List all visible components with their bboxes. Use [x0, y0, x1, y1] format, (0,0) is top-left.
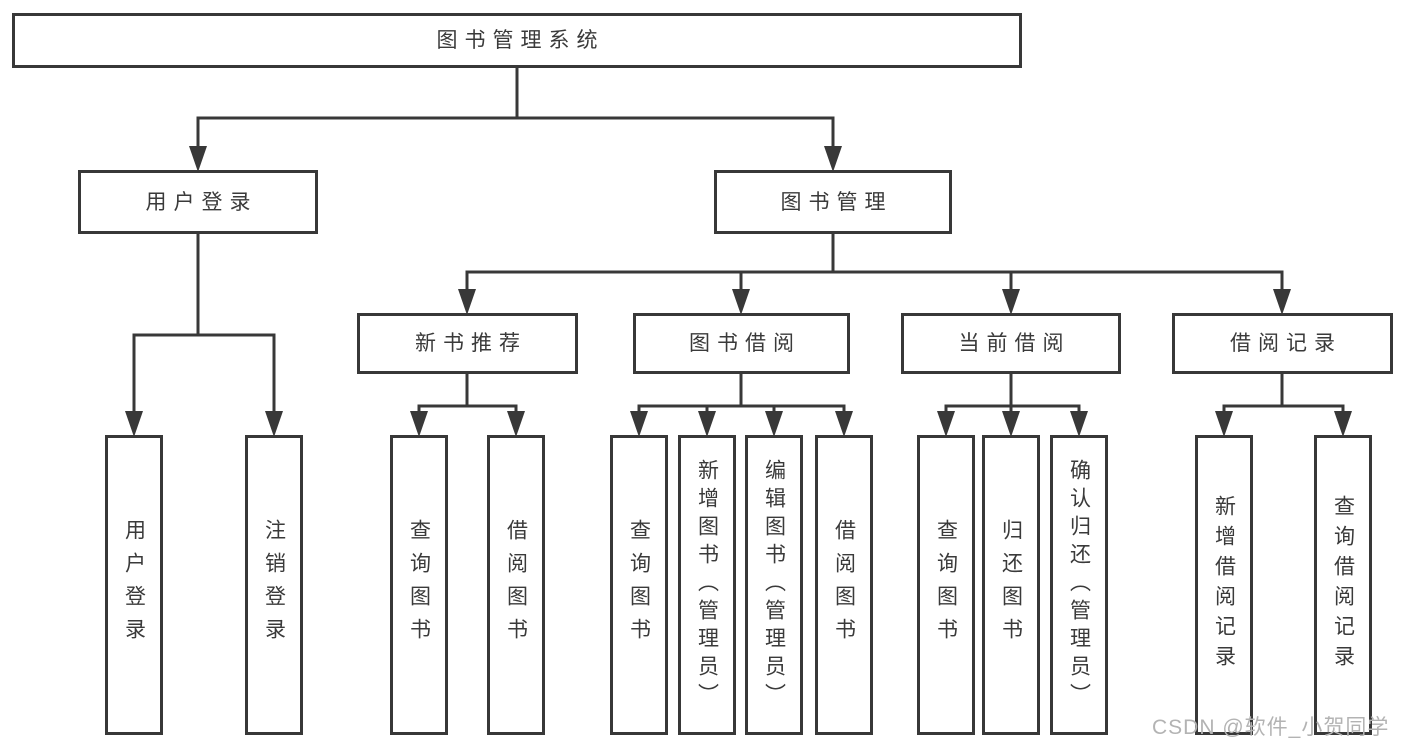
arrow-down-icon [458, 289, 476, 315]
node-book-management: 图书管理 [714, 170, 952, 234]
arrow-down-icon [630, 411, 648, 437]
node-book-management-label: 图书管理 [780, 190, 893, 214]
leaf-user-login: 用户登录 [105, 435, 163, 735]
node-borrow-records-label: 借阅记录 [1230, 332, 1342, 355]
arrow-down-icon [1273, 289, 1291, 315]
leaf-user-login-label: 用户登录 [122, 519, 146, 651]
leaf-add-borrow-record-label: 新增借阅记录 [1212, 495, 1236, 675]
node-book-borrow-label: 图书借阅 [689, 332, 801, 355]
leaf-query-books-current-label: 查询图书 [934, 519, 958, 651]
connector-root-to-level2 [189, 66, 842, 172]
watermark: CSDN @软件_小贺同学 [1152, 716, 1390, 739]
leaf-confirm-return-admin-label: 确认归还（管理员） [1067, 459, 1091, 711]
node-book-borrow: 图书借阅 [633, 313, 850, 374]
arrow-down-icon [1215, 411, 1233, 437]
leaf-edit-book-admin-label: 编辑图书（管理员） [762, 459, 786, 711]
arrow-down-icon [189, 146, 207, 172]
leaf-query-books-recommend: 查询图书 [390, 435, 448, 735]
node-new-book-recommend: 新书推荐 [357, 313, 578, 374]
leaf-borrow-books: 借阅图书 [815, 435, 873, 735]
arrow-down-icon [1002, 289, 1020, 315]
arrow-down-icon [1070, 411, 1088, 437]
arrow-down-icon [937, 411, 955, 437]
node-user-login-label: 用户登录 [145, 190, 258, 214]
node-borrow-records: 借阅记录 [1172, 313, 1393, 374]
arrow-down-icon [265, 411, 283, 437]
leaf-logout-label: 注销登录 [262, 519, 286, 651]
arrow-down-icon [1002, 411, 1020, 437]
leaf-logout: 注销登录 [245, 435, 303, 735]
leaf-query-books-borrow: 查询图书 [610, 435, 668, 735]
node-new-book-recommend-label: 新书推荐 [415, 332, 527, 355]
connector-user-login-children [125, 232, 283, 437]
arrow-down-icon [698, 411, 716, 437]
arrow-down-icon [835, 411, 853, 437]
leaf-query-borrow-record: 查询借阅记录 [1314, 435, 1372, 735]
node-current-borrow-label: 当前借阅 [958, 332, 1071, 355]
leaf-return-book-label: 归还图书 [999, 519, 1023, 651]
node-root: 图书管理系统 [12, 13, 1022, 68]
arrow-down-icon [410, 411, 428, 437]
arrow-down-icon [732, 289, 750, 315]
leaf-borrow-books-label: 借阅图书 [832, 519, 856, 651]
leaf-confirm-return-admin: 确认归还（管理员） [1050, 435, 1108, 735]
connector-borrow-records-children [1215, 372, 1352, 437]
node-root-label: 图书管理系统 [436, 29, 605, 52]
connector-current-borrow-children [937, 372, 1088, 437]
node-user-login: 用户登录 [78, 170, 318, 234]
connector-new-book-children [410, 372, 525, 437]
arrow-down-icon [1334, 411, 1352, 437]
connector-book-management-children [458, 231, 1291, 315]
leaf-borrow-books-recommend-label: 借阅图书 [504, 519, 528, 651]
leaf-edit-book-admin: 编辑图书（管理员） [745, 435, 803, 735]
connector-book-borrow-children [630, 372, 853, 437]
arrow-down-icon [824, 146, 842, 172]
leaf-query-borrow-record-label: 查询借阅记录 [1331, 495, 1355, 675]
leaf-query-books-current: 查询图书 [917, 435, 975, 735]
leaf-add-book-admin-label: 新增图书（管理员） [695, 459, 719, 711]
leaf-borrow-books-recommend: 借阅图书 [487, 435, 545, 735]
leaf-query-books-borrow-label: 查询图书 [627, 519, 651, 651]
leaf-return-book: 归还图书 [982, 435, 1040, 735]
arrow-down-icon [765, 411, 783, 437]
node-current-borrow: 当前借阅 [901, 313, 1121, 374]
leaf-query-books-recommend-label: 查询图书 [407, 519, 431, 651]
leaf-add-borrow-record: 新增借阅记录 [1195, 435, 1253, 735]
leaf-add-book-admin: 新增图书（管理员） [678, 435, 736, 735]
arrow-down-icon [125, 411, 143, 437]
arrow-down-icon [507, 411, 525, 437]
